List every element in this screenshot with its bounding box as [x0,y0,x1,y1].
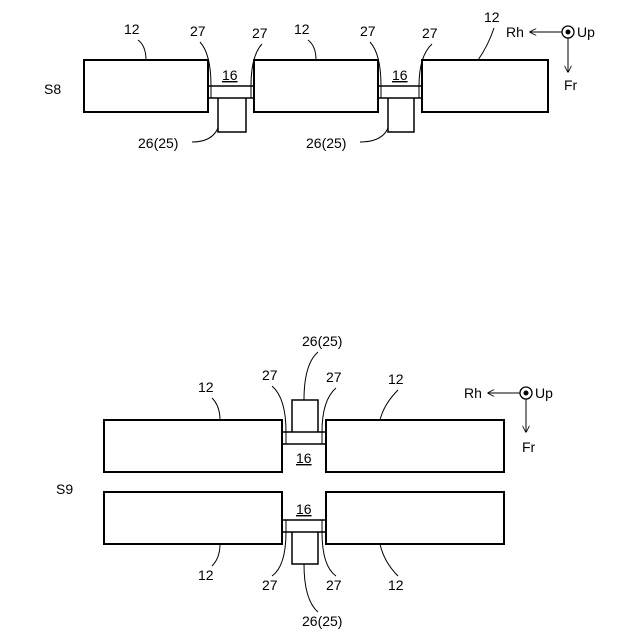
gap-27-right-lines [381,86,419,98]
block-12-upper-right [326,420,504,472]
leader-26-right [360,128,388,142]
label-26-upper: 26(25) [302,333,342,349]
joint-right [378,86,422,132]
axis-up-s9: Up [535,385,553,401]
bridge-16-upper [282,432,326,444]
label-12-upper-left: 12 [198,379,214,395]
label-26-lower: 26(25) [302,613,342,629]
label-16-left: 16 [222,67,238,83]
axis-up-s8: Up [577,24,595,40]
gap-27-left-lines [211,86,251,98]
label-26-right: 26(25) [306,135,346,151]
block-12-left [84,60,208,112]
axis-rh-s9: Rh [464,385,482,401]
tab-26-left [218,98,246,132]
block-12-middle [254,60,378,112]
leader-26-left [192,128,218,142]
label-27-lower-b: 27 [326,577,342,593]
label-27-lower-a: 27 [262,577,278,593]
label-12-lower-left: 12 [198,567,214,583]
bridge-16-lower [282,520,326,532]
bridge-16-right [378,86,422,98]
label-12-left: 12 [124,21,140,37]
gap-27-lower-lines [286,520,322,532]
axis-fr-s8: Fr [564,77,578,93]
label-16-lower: 16 [296,501,312,517]
label-27-upper-a: 27 [262,367,278,383]
block-12-lower-right [326,492,504,544]
leader-12-lower-right [380,544,398,576]
label-27-upper-b: 27 [326,369,342,385]
leader-12-upper-right [380,390,398,420]
tab-26-right [388,98,414,132]
block-12-right [422,60,548,112]
figure-s9: S9 16 16 26(25) 26(25) 27 27 27 27 12 [56,333,553,629]
joint-left [208,86,254,132]
step-label-s9: S9 [56,481,73,497]
leader-12-upper-left [212,398,220,420]
label-27-a: 27 [190,23,206,39]
label-12-upper-right: 12 [388,371,404,387]
label-27-c: 27 [360,23,376,39]
block-12-lower-left [104,492,282,544]
label-12-right: 12 [484,9,500,25]
label-16-upper: 16 [296,450,312,466]
label-12-lower-right: 12 [388,577,404,593]
tab-26-upper [292,400,318,432]
label-27-b: 27 [252,25,268,41]
step-label-s8: S8 [44,81,61,97]
figure-s8: S8 16 16 12 12 12 27 27 27 [44,9,595,151]
leader-12-lower-left [212,544,220,566]
block-12-upper-left [104,420,282,472]
leader-12-middle [308,40,316,60]
bridge-16-left [208,86,254,98]
label-16-right: 16 [392,67,408,83]
tab-26-lower [292,532,318,564]
leader-12-left [138,40,146,60]
label-12-middle: 12 [294,21,310,37]
label-27-d: 27 [422,25,438,41]
leader-26-lower [304,564,318,612]
leader-12-right [478,28,494,60]
label-26-left: 26(25) [138,135,178,151]
gap-27-upper-lines [286,432,322,444]
leader-26-upper [304,352,318,400]
axis-rh-s8: Rh [506,24,524,40]
axis-fr-s9: Fr [522,439,536,455]
